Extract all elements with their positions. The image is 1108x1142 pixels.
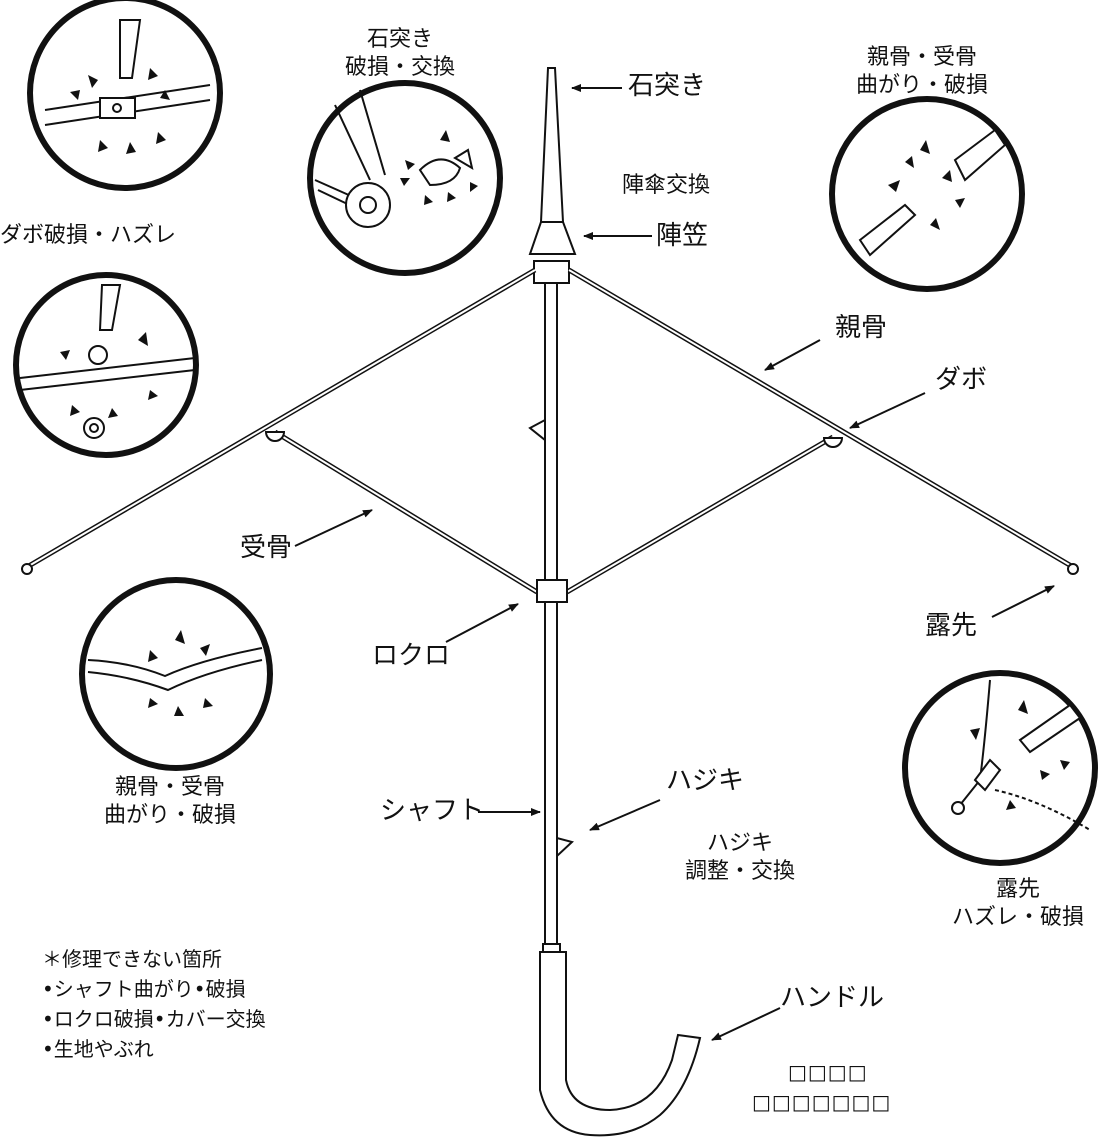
spring-lower: [556, 836, 575, 859]
label-hajiki: ハジキ: [666, 766, 745, 796]
spring-upper: [528, 418, 546, 443]
notes-title: ＊修理できない箇所: [42, 947, 222, 971]
repair-oyabone-top-line1: 親骨・受骨: [866, 45, 978, 70]
repair-oyabone-bottom-line2: 曲がり・破損: [103, 802, 237, 828]
repair-tsuyusaki-line1: 露先: [995, 877, 1041, 902]
detail-oyabone-bottom: [79, 577, 273, 771]
detail-ishizuki: [307, 80, 503, 276]
detail-dabo-top: [27, 0, 223, 191]
repair-ishizuki-line1: 石突き: [366, 27, 434, 52]
repair-hajiki-line2: 調整・交換: [684, 858, 796, 884]
tip-left: [21, 563, 33, 575]
repair-hajiki-line1: ハジキ: [706, 831, 774, 856]
arrow-ukebone: [294, 509, 373, 547]
label-ukebone: 受骨: [240, 533, 293, 563]
repair-dabo: ダボ破損・ハズレ: [0, 223, 177, 248]
placeholder-text-2: □□□□□□□: [752, 1090, 892, 1114]
jingasa-cap: [528, 221, 577, 255]
label-dabo: ダボ: [935, 365, 988, 395]
top-notch: [533, 260, 570, 284]
joint-left: [264, 431, 286, 442]
arrow-oyabone: [764, 339, 821, 371]
shaft: [544, 282, 558, 954]
repair-oyabone-bottom: 親骨・受骨 曲がり・破損: [104, 774, 236, 829]
notes-item: •生地やぶれ: [42, 1037, 154, 1061]
arrow-dabo: [849, 392, 926, 429]
label-oyabone: 親骨: [835, 313, 888, 343]
repair-tsuyusaki-line2: ハズレ・破損: [951, 904, 1085, 930]
notes-item: •シャフト曲がり•破損: [42, 977, 246, 1001]
repair-ishizuki: 石突き 破損・交換: [345, 26, 455, 81]
repair-oyabone-top-line2: 曲がり・破損: [855, 72, 989, 98]
repair-jingasa: 陣傘交換: [622, 173, 711, 198]
repair-hajiki: ハジキ 調整・交換: [685, 830, 795, 885]
repair-ishizuki-line2: 破損・交換: [344, 54, 456, 80]
label-shaft: シャフト: [380, 796, 485, 826]
repair-oyabone-top: 親骨・受骨 曲がり・破損: [856, 44, 988, 99]
label-tsuyusaki: 露先: [925, 611, 978, 641]
repair-tsuyusaki: 露先 ハズレ・破損: [952, 876, 1084, 931]
label-jingasa: 陣笠: [656, 221, 709, 251]
arrow-rokuro: [445, 603, 519, 643]
label-rokuro: ロクロ: [372, 641, 451, 671]
ishizuki-tip: [539, 67, 565, 223]
arrow-handle: [711, 1007, 781, 1041]
joint-right: [822, 437, 844, 448]
tip-right: [1067, 563, 1079, 575]
placeholder-text-1: □□□□: [788, 1060, 868, 1084]
arrow-hajiki: [589, 799, 661, 831]
unrepairable-notes: ＊修理できない箇所 •シャフト曲がり•破損 •ロクロ破損•カバー交換 •生地やぶ…: [42, 944, 266, 1064]
detail-dabo-bottom: [13, 272, 199, 458]
notes-item: •ロクロ破損•カバー交換: [42, 1007, 266, 1031]
label-handle: ハンドル: [780, 983, 885, 1013]
arrow-tsuyusaki: [991, 585, 1055, 618]
detail-oyabone-top: [829, 96, 1025, 292]
runner: [536, 579, 568, 603]
handle: [539, 951, 702, 1137]
detail-tsuyusaki: [902, 670, 1098, 866]
repair-oyabone-bottom-line1: 親骨・受骨: [114, 775, 226, 800]
label-ishizuki: 石突き: [628, 71, 707, 101]
